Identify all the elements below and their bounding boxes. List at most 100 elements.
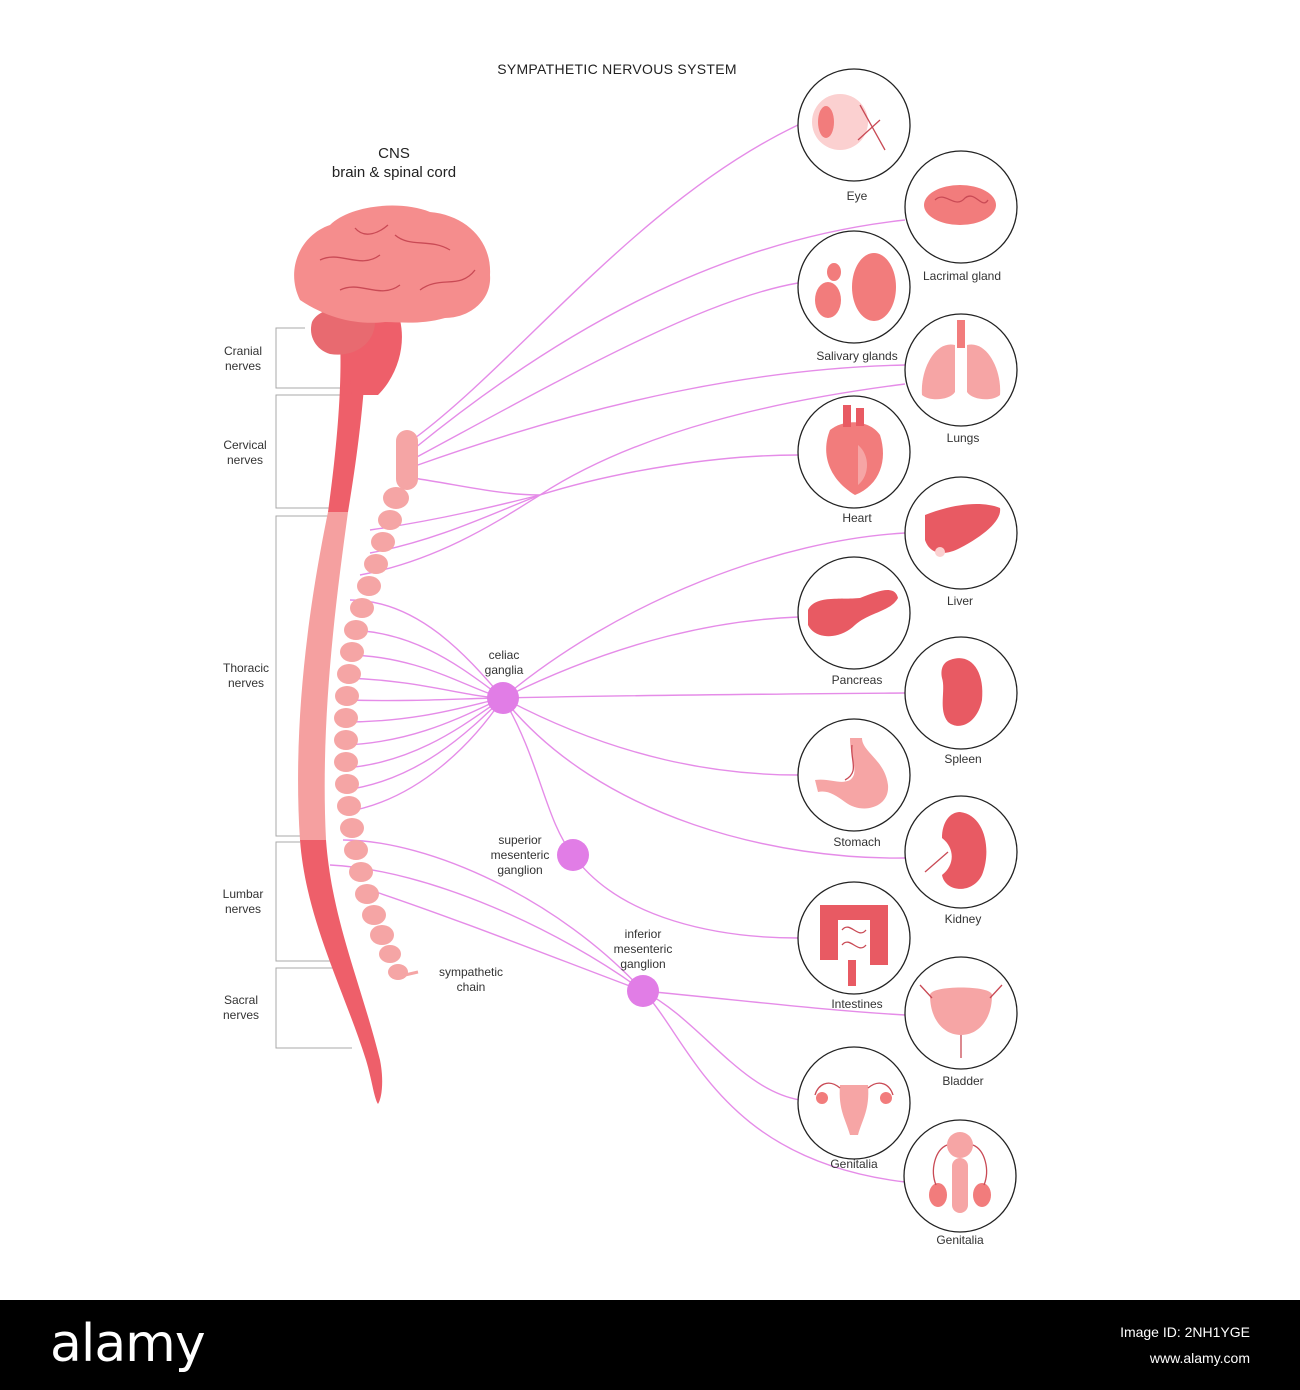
brain-cerebrum — [294, 205, 491, 323]
cervical-label-1: Cervical — [223, 438, 266, 452]
celiac-ganglion — [487, 682, 519, 714]
lumbar-bracket — [275, 841, 340, 962]
nerve-to-genitalia-female — [642, 990, 801, 1101]
lacrimal-gland-icon — [924, 185, 996, 225]
sacral-label-1: Sacral — [224, 993, 258, 1007]
nerve-to-kidney — [502, 697, 906, 859]
sacral-label-2: nerves — [223, 1008, 259, 1022]
superior-label-1: superior — [498, 833, 541, 847]
uterus-icon — [839, 1085, 869, 1135]
organ-spleen: Spleen — [904, 636, 1018, 766]
nerve-to-pancreas — [502, 616, 799, 699]
sacral-bracket — [275, 967, 352, 1049]
nerve-thoracic-4 — [349, 599, 504, 699]
thoracic-bracket — [275, 515, 328, 837]
organ-genitalia-female: Genitalia — [797, 1046, 911, 1171]
sympathetic-chain — [334, 430, 419, 980]
cervical-bracket — [275, 394, 356, 509]
cns-label: CNS — [378, 145, 410, 162]
stomach-label: Stomach — [833, 835, 880, 849]
genitalia-female-label: Genitalia — [830, 1157, 878, 1171]
chain-superior-ganglion — [396, 430, 418, 490]
nerve-lumbar-1 — [342, 839, 644, 992]
nerve-to-eye — [414, 124, 799, 439]
watermark-banner: alamy Image ID: 2NH1YGE www.alamy.com — [0, 1300, 1300, 1390]
chain-node — [364, 554, 388, 574]
thoracic-label-1: Thoracic — [223, 661, 269, 675]
organ-lungs: Lungs — [904, 313, 1018, 445]
chain-node — [340, 818, 364, 838]
lacrimal-label: Lacrimal gland — [923, 269, 1001, 283]
organ-liver: Liver — [904, 476, 1018, 608]
nerve-to-heart — [539, 454, 799, 496]
chain-node — [344, 620, 368, 640]
spinal-cord-middle — [298, 512, 348, 840]
nerve-to-bladder — [642, 990, 906, 1016]
site-url: www.alamy.com — [1149, 1350, 1250, 1366]
region-labels: Cranial nerves Cervical nerves Thoracic … — [223, 344, 269, 1022]
heart-icon — [826, 422, 883, 495]
chain-node — [378, 510, 402, 530]
bladder-icon — [930, 987, 992, 1035]
chain-node — [379, 945, 401, 963]
stomach-icon — [815, 738, 889, 809]
cervical-label-2: nerves — [227, 453, 263, 467]
chain-node — [370, 925, 394, 945]
nerve-thoracic-12 — [344, 697, 504, 791]
organ-pancreas: Pancreas — [797, 556, 911, 687]
nerve-thoracic-6 — [344, 654, 504, 699]
spleen-label: Spleen — [944, 752, 981, 766]
chain-node — [355, 884, 379, 904]
nerve-celiac-to-superior — [502, 697, 574, 856]
chain-node — [371, 532, 395, 552]
liver-label: Liver — [947, 594, 973, 608]
nerve-to-stomach — [502, 697, 799, 776]
spleen-icon — [941, 658, 983, 726]
sympathetic-nervous-system-diagram: SYMPATHETIC NERVOUS SYSTEM CNS brain & s… — [223, 61, 1018, 1247]
nerve-to-lungs-b — [539, 383, 906, 496]
cns-sublabel: brain & spinal cord — [332, 164, 456, 181]
inferior-label-3: ganglion — [620, 957, 665, 971]
brain-folds — [319, 224, 476, 292]
organ-heart: Heart — [797, 395, 911, 525]
eye-label: Eye — [847, 189, 868, 203]
pancreas-icon — [808, 590, 898, 637]
nerve-cervical-1 — [412, 477, 541, 496]
chain-node — [349, 862, 373, 882]
celiac-label-1: celiac — [489, 648, 520, 662]
chain-node — [337, 796, 361, 816]
organ-bladder: Bladder — [904, 956, 1018, 1088]
image-id: Image ID: 2NH1YGE — [1120, 1324, 1250, 1340]
nerve-to-spleen — [502, 692, 906, 699]
chain-tail — [404, 970, 419, 977]
pancreas-label: Pancreas — [832, 673, 883, 687]
chain-node — [362, 905, 386, 925]
chain-node — [334, 708, 358, 728]
spinal-cord-lower — [300, 840, 383, 1104]
cranial-bracket — [275, 327, 356, 389]
sympathetic-chain-label-1: sympathetic — [439, 965, 503, 979]
organ-genitalia-male: Genitalia — [903, 1119, 1017, 1247]
lumbar-label-1: Lumbar — [223, 887, 264, 901]
lumbar-label-2: nerves — [225, 902, 261, 916]
sympathetic-chain-label-2: chain — [457, 980, 486, 994]
celiac-label-2: ganglia — [485, 663, 524, 677]
organ-salivary-glands: Salivary glands — [797, 230, 911, 363]
chain-node — [340, 642, 364, 662]
alamy-logo: alamy — [50, 1314, 206, 1374]
superior-mesenteric-ganglion — [557, 839, 589, 871]
superior-label-3: ganglion — [497, 863, 542, 877]
nerve-thoracic-8 — [344, 697, 504, 702]
organ-stomach: Stomach — [797, 718, 911, 849]
liver-icon — [925, 504, 1001, 553]
nerve-thoracic-3 — [359, 494, 541, 576]
organ-intestines: Intestines — [797, 881, 911, 1011]
organ-eye: Eye — [797, 68, 911, 203]
chain-node — [334, 752, 358, 772]
nerve-lumbar-3 — [369, 889, 644, 992]
cranial-label-1: Cranial — [224, 344, 262, 358]
region-brackets — [275, 327, 356, 1049]
chain-node — [344, 840, 368, 860]
chain-node — [337, 664, 361, 684]
nerve-to-salivary — [414, 282, 799, 459]
